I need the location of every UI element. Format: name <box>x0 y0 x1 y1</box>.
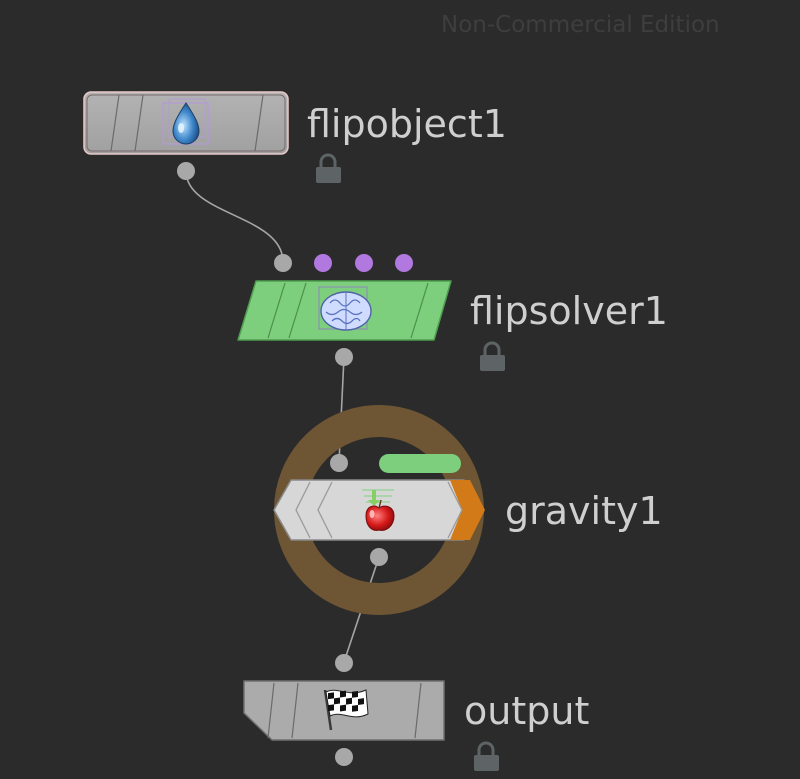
edition-watermark: Non-Commercial Edition <box>441 12 720 38</box>
lock-icon[interactable] <box>480 341 505 371</box>
output-output-connector[interactable] <box>335 748 353 766</box>
wire-flipobject-to-flipsolver[interactable] <box>185 170 284 263</box>
gravity1-output-connector[interactable] <box>370 548 388 566</box>
output-name-label[interactable]: output <box>464 689 590 733</box>
gravity1-chevrons <box>295 481 463 539</box>
node-output[interactable] <box>243 654 499 771</box>
gravity1-name-label[interactable]: gravity1 <box>505 489 663 533</box>
flipobject1-stripes <box>110 94 264 152</box>
water-drop-icon <box>162 98 209 145</box>
node-flipsolver1[interactable] <box>237 254 505 371</box>
flipsolver1-input-connector-1[interactable] <box>274 254 292 272</box>
lock-icon[interactable] <box>316 153 341 183</box>
node-flipobject1[interactable] <box>83 91 341 183</box>
node-gravity1[interactable] <box>273 405 485 615</box>
brain-icon <box>318 286 372 331</box>
gravity1-input-connector[interactable] <box>330 454 348 472</box>
gravity1-flag-orange[interactable] <box>450 480 485 540</box>
flipobject1-name-label[interactable]: flipobject1 <box>307 102 507 146</box>
flipsolver1-stripes <box>267 282 429 339</box>
output-input-connector[interactable] <box>335 654 353 672</box>
gravity1-display-flag-indicator[interactable] <box>379 454 461 473</box>
flipsolver1-output-connector[interactable] <box>335 348 353 366</box>
flipsolver1-name-label[interactable]: flipsolver1 <box>470 289 668 333</box>
checkered-flag-icon <box>323 689 369 731</box>
flipsolver1-input-connector-3[interactable] <box>355 254 373 272</box>
output-stripes <box>267 682 422 739</box>
falling-apple-icon <box>362 489 395 531</box>
flipsolver1-input-connector-4[interactable] <box>395 254 413 272</box>
lock-icon[interactable] <box>474 741 499 771</box>
flipsolver1-input-connector-2[interactable] <box>314 254 332 272</box>
flipobject1-output-connector[interactable] <box>177 162 195 180</box>
